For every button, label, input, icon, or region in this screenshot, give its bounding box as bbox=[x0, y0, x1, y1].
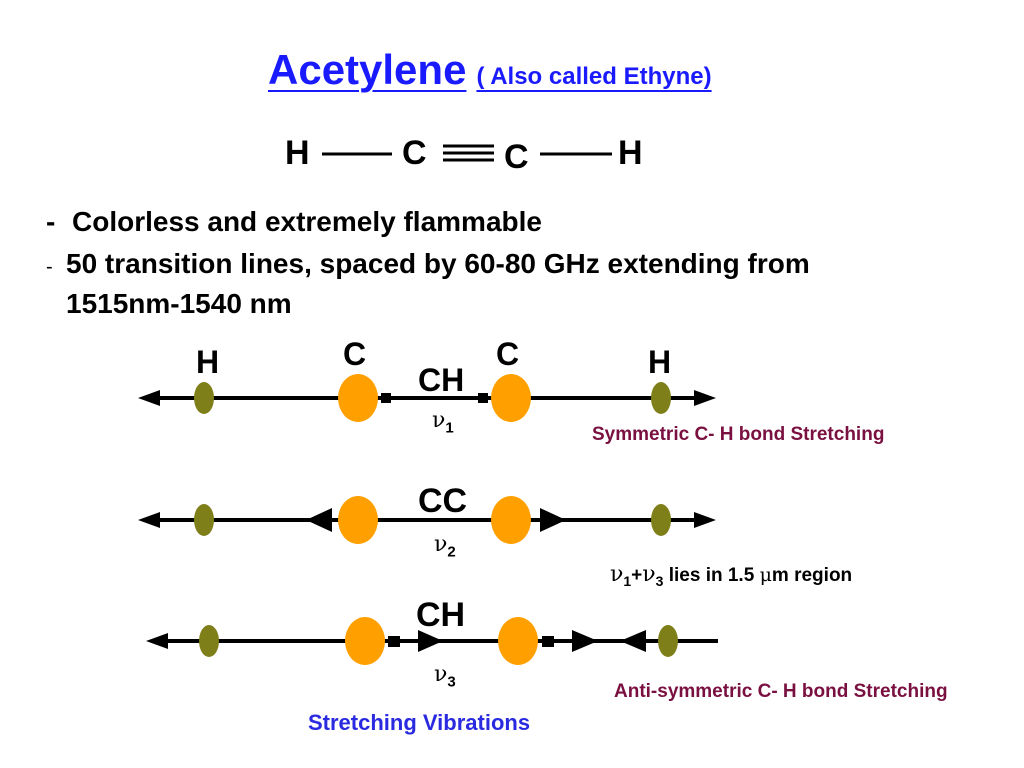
bullet-3-text: 1515nm-1540 nm bbox=[66, 288, 292, 319]
mode2-bond-label: CC bbox=[418, 482, 468, 520]
mode2-carbon-right-arrow bbox=[540, 508, 566, 532]
formula-h-left: H bbox=[285, 134, 310, 172]
mode1-bond-label: CH bbox=[418, 362, 465, 398]
mode2-hydrogen-right bbox=[651, 504, 671, 536]
note-sub-b: 3 bbox=[655, 572, 664, 589]
mode1-marker-right bbox=[478, 393, 488, 403]
note-plus: + bbox=[631, 565, 643, 586]
caption: Stretching Vibrations bbox=[308, 710, 531, 735]
mode2-diagram bbox=[138, 496, 716, 544]
bullet-3: 1515nm-1540 nm bbox=[66, 288, 292, 320]
mode3-marker-left bbox=[388, 636, 400, 647]
mode3-carbon-right bbox=[498, 617, 538, 665]
mode3-hydrogen-right bbox=[658, 625, 678, 657]
triple-bond bbox=[443, 144, 494, 162]
mode3-carbon-left bbox=[345, 617, 385, 665]
formula-c-left: C bbox=[402, 134, 427, 172]
mode3-description: Anti-symmetric C- H bond Stretching bbox=[614, 681, 948, 702]
mode3-diagram bbox=[146, 617, 718, 665]
note-sub-a: 1 bbox=[623, 572, 632, 589]
mode1-label-c-left: C bbox=[343, 336, 367, 372]
mode2-carbon-left-arrow bbox=[306, 508, 332, 532]
mode3-nu-symbol: ν bbox=[434, 662, 448, 687]
mode1-marker-left bbox=[381, 393, 391, 403]
mode1-arrow-right bbox=[694, 390, 716, 406]
mode3-hydrogen-left bbox=[199, 625, 219, 657]
title-main: Acetylene bbox=[268, 46, 467, 93]
mode1-arrow-left bbox=[138, 390, 160, 406]
mode1-nu-symbol: ν bbox=[432, 408, 446, 433]
mode1-hydrogen-right bbox=[651, 382, 671, 414]
mode2-hydrogen-left bbox=[194, 504, 214, 536]
mode1-label-c-right: C bbox=[496, 336, 520, 372]
mode1-nu: ν1 bbox=[432, 408, 454, 436]
mode3-arrow-left bbox=[146, 633, 168, 649]
note-nu-a: ν bbox=[610, 562, 624, 587]
mode2-carbon-left bbox=[338, 496, 378, 544]
formula-bonds bbox=[322, 144, 612, 162]
mode2-nu-sub: 2 bbox=[447, 543, 456, 561]
mode3-hydrogen-arrow-left bbox=[620, 630, 646, 652]
mode3-carbon-arrow bbox=[418, 630, 443, 652]
mode2-nu-symbol: ν bbox=[434, 532, 448, 557]
mode3-nu-sub: 3 bbox=[447, 673, 456, 691]
bullet-2-text: 50 transition lines, spaced by 60-80 GHz… bbox=[66, 248, 810, 279]
mode2-arrow-right bbox=[694, 512, 716, 528]
mode1-label-h-left: H bbox=[196, 344, 220, 380]
mode1-diagram bbox=[138, 374, 716, 422]
mode3-marker-right bbox=[542, 636, 554, 647]
mode1-nu-sub: 1 bbox=[445, 419, 454, 437]
bullet-2: -50 transition lines, spaced by 60-80 GH… bbox=[46, 248, 810, 280]
mode1-label-h-right: H bbox=[648, 344, 672, 380]
mode1-description: Symmetric C- H bond Stretching bbox=[592, 424, 885, 445]
mode3-bond-label: CH bbox=[416, 596, 466, 634]
combination-note: ν1+ν3 lies in 1.5 μm region bbox=[610, 562, 852, 589]
bullet-1-dash: - bbox=[46, 206, 56, 237]
formula-c-right: C bbox=[504, 138, 529, 176]
mode3-hydrogen-arrow-right bbox=[572, 630, 598, 652]
note-nu-b: ν bbox=[642, 562, 656, 587]
mode2-nu: ν2 bbox=[434, 532, 456, 560]
title-sub: ( Also called Ethyne) bbox=[476, 63, 712, 90]
mode1-carbon-left bbox=[338, 374, 378, 422]
note-mu: μ bbox=[759, 564, 772, 586]
mode2-arrow-left bbox=[138, 512, 160, 528]
mode2-carbon-right bbox=[491, 496, 531, 544]
note-text: lies in 1.5 bbox=[663, 565, 760, 586]
bullet-1-text: Colorless and extremely flammable bbox=[72, 206, 542, 237]
mode1-carbon-right bbox=[491, 374, 531, 422]
bullet-2-dash: - bbox=[46, 256, 53, 278]
note-unit: m region bbox=[771, 565, 853, 586]
page-title: Acetylene ( Also called Ethyne) bbox=[268, 46, 712, 94]
formula-h-right: H bbox=[618, 134, 643, 172]
mode3-nu: ν3 bbox=[434, 662, 456, 690]
mode1-hydrogen-left bbox=[194, 382, 214, 414]
bullet-1: -Colorless and extremely flammable bbox=[46, 206, 542, 238]
